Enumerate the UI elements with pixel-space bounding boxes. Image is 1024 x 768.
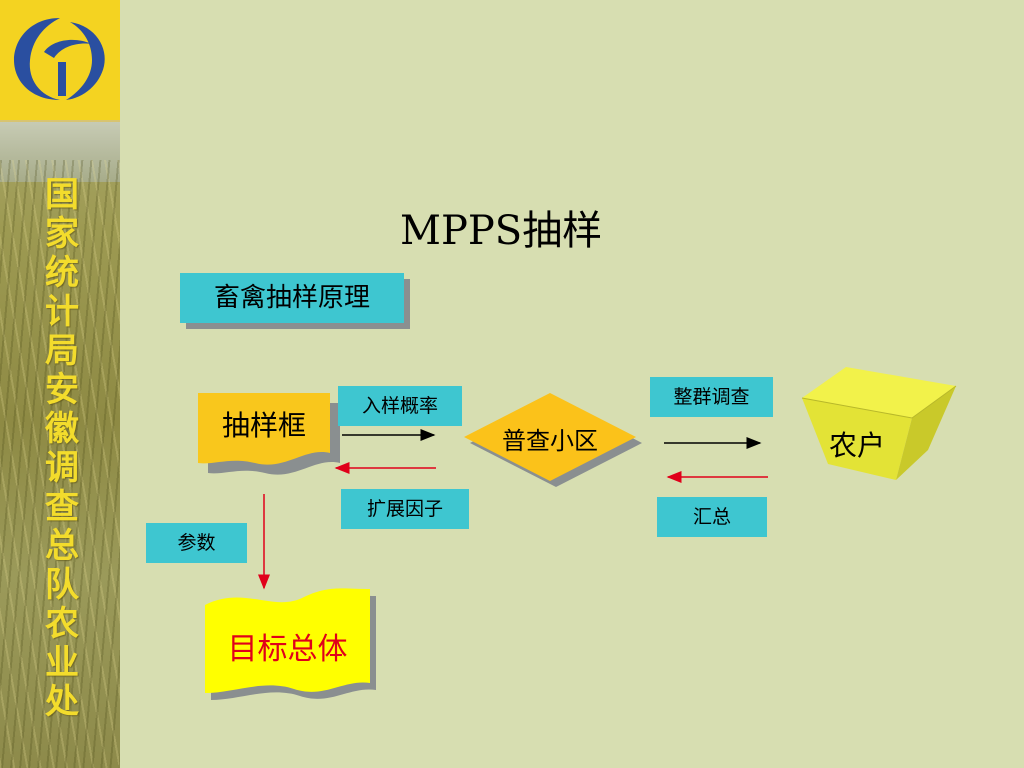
cluster-survey-label: 整群调查 (650, 377, 773, 417)
sampling-frame-label: 抽样框 (221, 409, 306, 442)
sidebar: 国家统计局安徽调查总队农业处 (0, 0, 120, 768)
wheat-field-background (0, 160, 120, 768)
target-population-shape (205, 588, 376, 700)
farm-household-label: 农户 (828, 429, 885, 462)
farm-household-cube (801, 367, 957, 480)
statistics-logo-icon (14, 18, 105, 100)
census-area-label: 普查小区 (502, 427, 598, 455)
sampling-frame-shape (198, 393, 340, 475)
organization-name: 国家统计局安徽调查总队农业处 (45, 175, 79, 722)
principle-subtitle-box: 畜禽抽样原理 (180, 273, 404, 323)
sky-band (0, 122, 120, 182)
inclusion-probability-label: 入样概率 (338, 386, 462, 426)
logo-panel (0, 0, 120, 122)
summary-label: 汇总 (657, 497, 767, 537)
census-area-diamond (464, 393, 642, 487)
slide-title: MPPS抽样 (400, 208, 603, 254)
expansion-factor-label: 扩展因子 (341, 489, 469, 529)
target-population-label: 目标总体 (227, 632, 348, 667)
parameters-label: 参数 (146, 523, 247, 563)
